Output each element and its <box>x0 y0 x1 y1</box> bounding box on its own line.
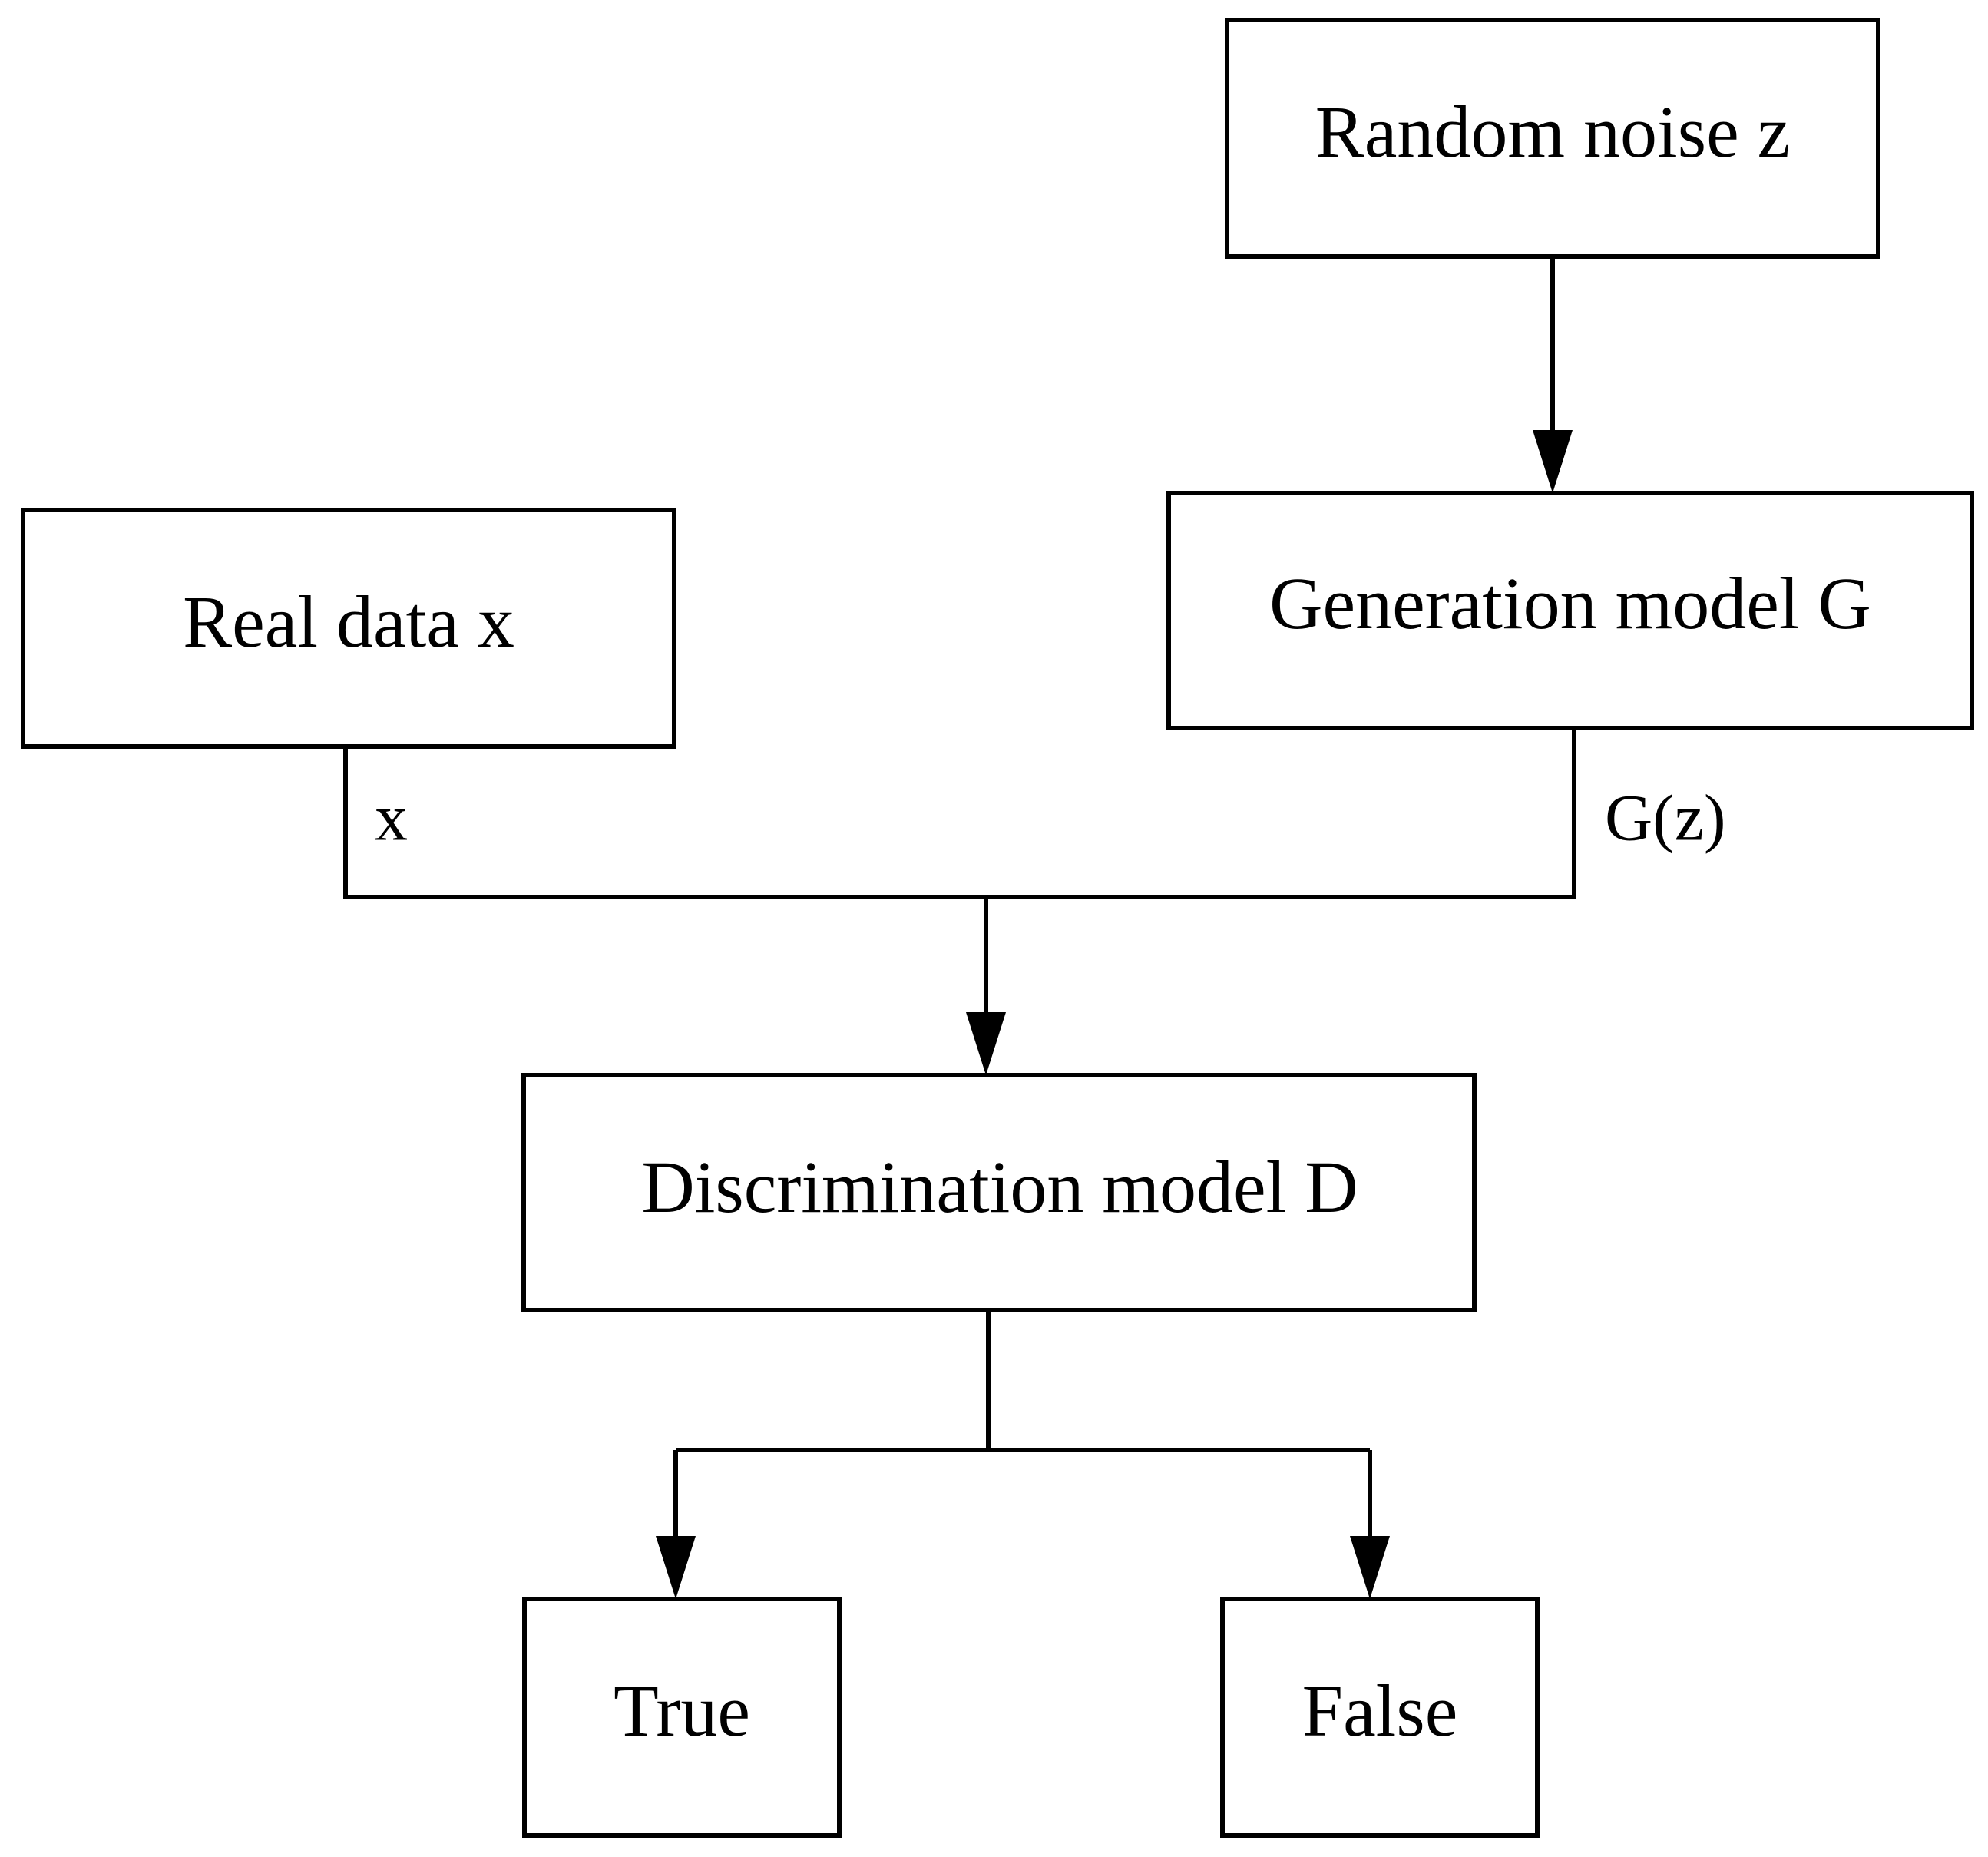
generation-model-node: Generation model G <box>1166 491 1974 730</box>
false-output-label: False <box>1302 1670 1458 1752</box>
true-output-node: True <box>522 1597 842 1838</box>
discriminator-output-connector <box>676 1310 1370 1452</box>
false-output-node: False <box>1220 1597 1540 1838</box>
generation-model-label: Generation model G <box>1269 562 1871 644</box>
true-output-label: True <box>614 1670 750 1752</box>
random-noise-label: Random noise z <box>1315 91 1791 173</box>
to-true-arrow <box>656 1450 696 1599</box>
x-edge-label: x <box>375 781 408 855</box>
real-data-node: Real data x <box>21 508 676 749</box>
discrimination-model-label: Discrimination model D <box>641 1146 1358 1228</box>
gz-edge-label: G(z) <box>1605 781 1726 855</box>
discrimination-model-node: Discrimination model D <box>521 1073 1477 1312</box>
to-false-arrow <box>1350 1450 1390 1599</box>
real-data-connector <box>343 746 986 899</box>
random-noise-node: Random noise z <box>1225 18 1880 259</box>
merge-to-discriminator-arrow <box>966 897 1006 1075</box>
noise-to-generator-arrow <box>1533 257 1573 493</box>
generator-connector <box>986 728 1576 899</box>
real-data-label: Real data x <box>183 581 514 663</box>
